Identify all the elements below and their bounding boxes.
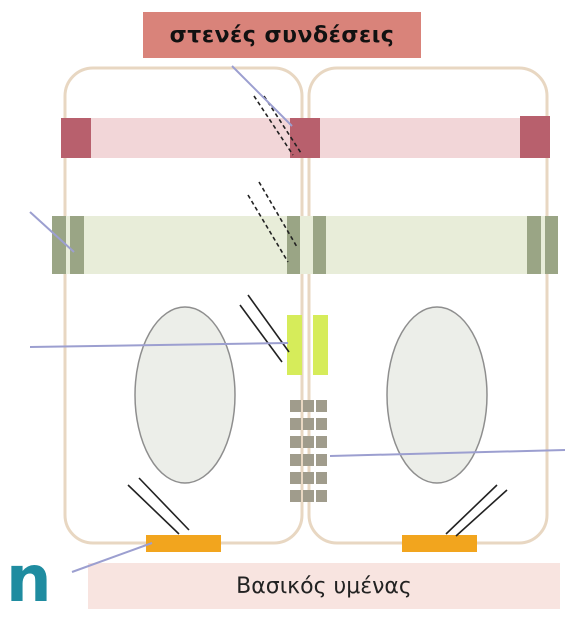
adherens-junction-right-outer-b (545, 216, 558, 274)
diagram-title: στενές συνδέσεις (143, 12, 421, 58)
hemidesmosome-filaments-left (128, 478, 189, 534)
tight-junction-block-left-outer (61, 118, 91, 158)
adherens-junction-center-b (313, 216, 326, 274)
hemidesmosome-right (402, 535, 477, 552)
adherens-junction-left-outer-b (70, 216, 84, 274)
adherens-junction-left-outer-a (52, 216, 66, 274)
corner-glyph: n (6, 548, 52, 612)
hemidesmosome-left (146, 535, 221, 552)
gap-junction-filaments (240, 295, 289, 362)
right-nucleus (387, 307, 487, 483)
adherens-junction-center-a (287, 216, 300, 274)
adherens-junction-right-outer-a (527, 216, 541, 274)
left-nucleus (135, 307, 235, 483)
gap-junction-right (313, 315, 328, 375)
tight-junction-block-center (290, 118, 320, 158)
adherens-junction-band (52, 216, 558, 274)
hemidesmosome-filaments-right (446, 485, 507, 536)
gap-junction-left (287, 315, 302, 375)
tight-junction-block-right-outer (520, 116, 550, 158)
basement-membrane-label: Βασικός υμένας (88, 563, 560, 609)
